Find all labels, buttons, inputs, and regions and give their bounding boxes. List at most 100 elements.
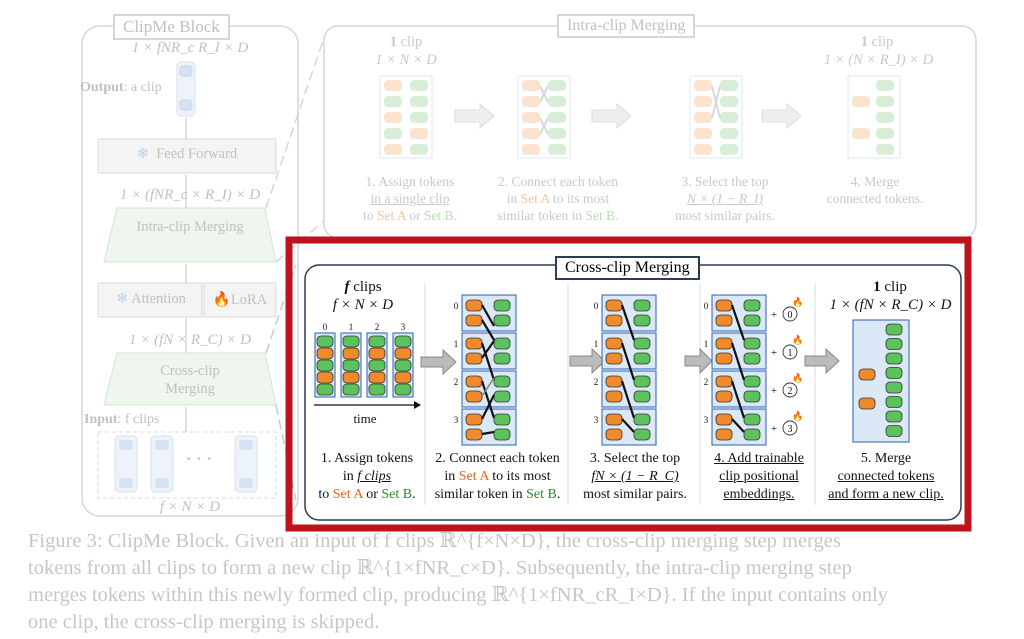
clip-index: 0 <box>704 301 709 311</box>
match-line <box>480 380 496 419</box>
pos-emb-circle <box>782 344 798 360</box>
set-b-token <box>743 352 761 365</box>
clip-index: 2 <box>454 377 459 387</box>
clip-index: 1 <box>349 322 354 332</box>
set-a-token <box>465 337 483 350</box>
match-line <box>481 430 495 436</box>
set-a-token <box>465 428 483 441</box>
set-a-token <box>316 371 334 384</box>
plus-sign: + <box>771 347 777 359</box>
set-b-token <box>633 428 651 441</box>
cross-title: Cross-clip Merging <box>555 256 700 280</box>
clip-index: 1 <box>454 339 459 349</box>
set-a-token <box>368 371 386 384</box>
set-b-token <box>342 383 360 396</box>
input-clips-box <box>97 431 277 499</box>
match-line <box>731 418 745 433</box>
match-line <box>621 418 635 433</box>
set-a-token <box>715 428 733 441</box>
match-line <box>481 340 495 359</box>
set-b-token <box>493 390 511 403</box>
clip-index: 1 <box>594 339 599 349</box>
set-a-token <box>605 428 623 441</box>
set-a-token <box>858 368 876 381</box>
set-b-token <box>885 338 903 350</box>
stage-arrow <box>684 347 713 375</box>
pos-emb-index: 0 <box>788 310 793 321</box>
set-a-token <box>394 371 412 384</box>
match-line <box>481 319 495 341</box>
snowflake-icon: ❄ <box>116 291 129 307</box>
highlight-frame <box>285 236 972 532</box>
pos-emb-circle <box>782 382 798 398</box>
set-b-token <box>342 359 360 372</box>
attention-box <box>97 282 203 318</box>
intra-step2: 2. Connect each token in Set A to its mo… <box>497 174 619 223</box>
mid-shape: 1 × (fNR_c × R_I) × D <box>119 187 261 203</box>
caption-line-3: merges tokens within this newly formed c… <box>28 584 888 606</box>
set-a-token <box>605 390 623 403</box>
clip-index: 0 <box>454 301 459 311</box>
intra-clip-label: Intra-clip Merging <box>136 219 244 235</box>
intra-right-count: 1 clip <box>860 34 894 50</box>
set-b-token <box>493 413 511 426</box>
set-b-token <box>743 299 761 312</box>
caption-line-1: Figure 3: ClipMe Block. Given an input o… <box>28 530 841 552</box>
set-b-token <box>633 375 651 388</box>
set-a-token <box>465 352 483 365</box>
clip-index: 3 <box>401 322 406 332</box>
set-a-token <box>605 352 623 365</box>
caption-line-2: tokens from all clips to form a new clip… <box>28 557 852 579</box>
set-a-token <box>394 347 412 360</box>
set-a-token <box>605 413 623 426</box>
intra-step1: 1. Assign tokens in a single clip to Set… <box>363 174 457 223</box>
set-a-token <box>605 314 623 327</box>
set-b-token <box>342 335 360 348</box>
figure-caption: Figure 3: ClipMe Block. Given an input o… <box>28 528 1000 636</box>
clipme-top-shape: 1 × fNR_c R_I × D <box>131 40 249 56</box>
set-b-token <box>394 335 412 348</box>
set-a-token <box>465 375 483 388</box>
caption-line-4: one clip, the cross-clip merging is skip… <box>28 611 380 633</box>
fire-icon: 🔥 <box>792 334 803 345</box>
set-b-token <box>633 390 651 403</box>
pos-emb-index: 2 <box>788 386 793 397</box>
clipme-title: ClipMe Block <box>113 14 230 40</box>
cross-right-count: 1 clip <box>873 279 907 295</box>
clip-index: 3 <box>454 415 459 425</box>
set-b-token <box>493 314 511 327</box>
set-a-token <box>316 347 334 360</box>
cross-step5: 5. Merge connected tokens and form a new… <box>828 451 944 502</box>
stage-arrow <box>569 347 606 375</box>
set-b-token <box>316 335 334 348</box>
set-b-token <box>316 383 334 396</box>
clip-index: 2 <box>594 377 599 387</box>
clip-index: 0 <box>323 322 328 332</box>
stage-arrow <box>420 348 457 376</box>
set-b-token <box>368 383 386 396</box>
set-b-token <box>885 425 903 437</box>
set-b-token <box>633 337 651 350</box>
pos-emb-index: 3 <box>788 424 793 435</box>
pos-emb-index: 1 <box>788 348 793 359</box>
set-a-token <box>342 347 360 360</box>
pos-emb-circle <box>782 420 798 436</box>
set-b-token <box>743 428 761 441</box>
set-a-token <box>465 299 483 312</box>
match-line <box>620 342 636 381</box>
set-a-token <box>342 371 360 384</box>
plus-sign: + <box>771 385 777 397</box>
intra-left-count: 1 clip <box>389 34 423 50</box>
set-b-token <box>885 410 903 423</box>
set-a-token <box>605 299 623 312</box>
set-b-token <box>633 299 651 312</box>
set-a-token <box>465 314 483 327</box>
fire-icon: 🔥 <box>792 372 803 383</box>
set-b-token <box>743 390 761 403</box>
match-line <box>730 342 746 381</box>
ellipsis: ··· <box>185 446 216 471</box>
match-line <box>620 304 636 341</box>
attention-label: ❄ Attention <box>116 291 186 307</box>
